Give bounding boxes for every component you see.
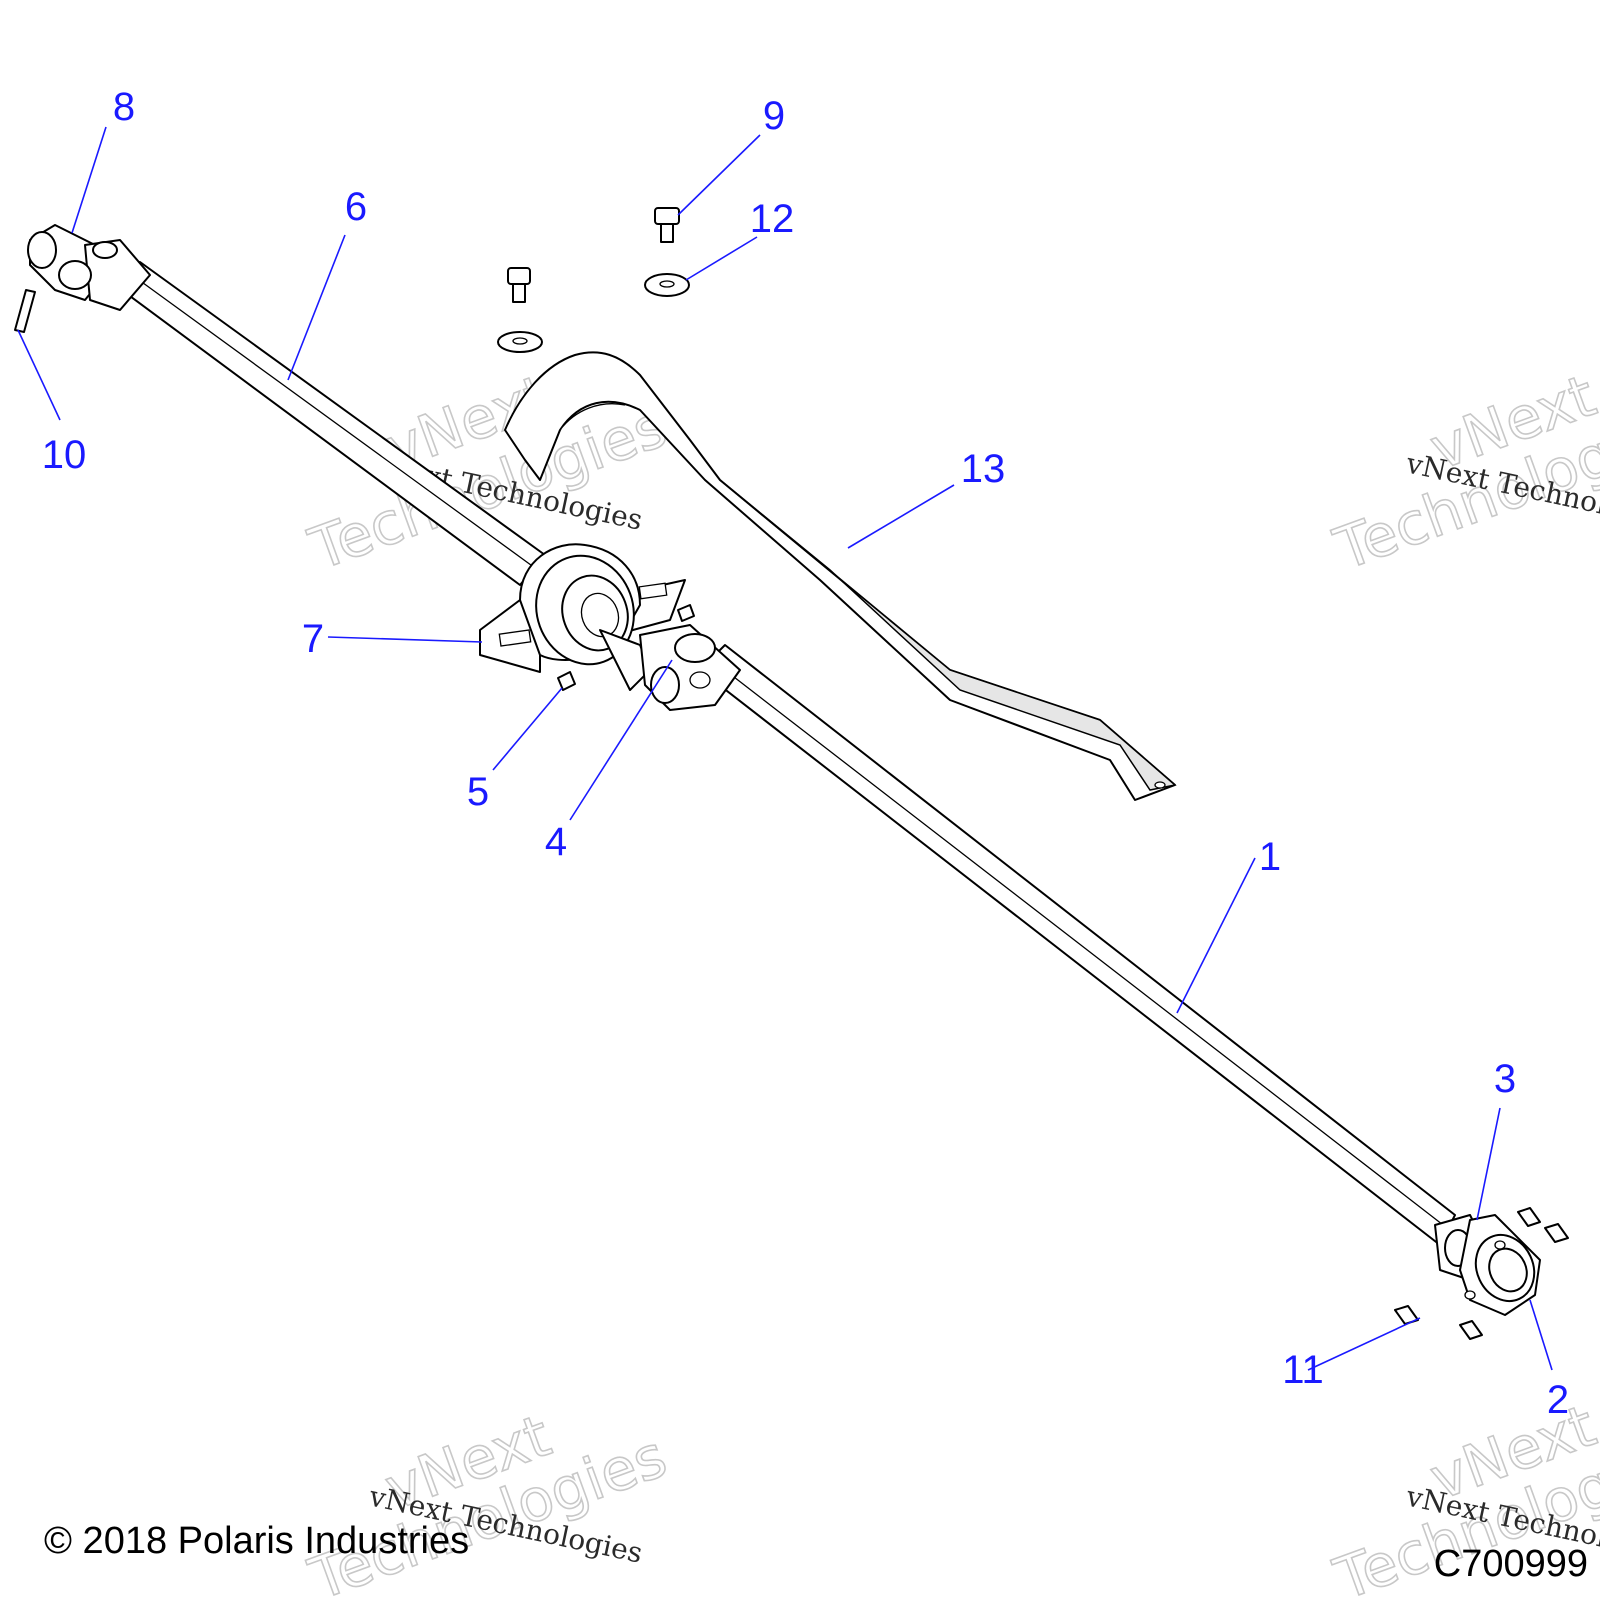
- flange-bolts: [1394, 1207, 1569, 1340]
- callout-7: 7: [302, 617, 324, 661]
- rear-flange: [1459, 1214, 1541, 1316]
- grease-fitting-5: [557, 671, 576, 691]
- leader-13: [847, 484, 955, 549]
- watermark-bottom: vNext Technologies vNext Technologies: [300, 1401, 676, 1600]
- leader-8: [71, 126, 107, 234]
- leader-lines: [17, 126, 1553, 1371]
- leader-5: [492, 687, 563, 771]
- callout-6: 6: [345, 185, 367, 229]
- callout-1: 1: [1259, 835, 1281, 879]
- callout-12: 12: [750, 197, 795, 241]
- callout-4: 4: [545, 820, 567, 864]
- callout-3: 3: [1494, 1057, 1516, 1101]
- center-u-joint: [599, 624, 741, 711]
- drawing-number: C700999: [1434, 1543, 1588, 1585]
- leader-3: [1476, 1107, 1501, 1221]
- leader-12: [685, 236, 758, 281]
- leader-9: [677, 134, 761, 216]
- callout-9: 9: [763, 94, 785, 138]
- callout-2: 2: [1547, 1378, 1569, 1422]
- roll-pin: [14, 289, 36, 333]
- leader-11: [1307, 1317, 1421, 1371]
- leader-1: [1176, 857, 1256, 1014]
- leader-6: [287, 234, 346, 381]
- callout-8: 8: [113, 85, 135, 129]
- grease-fitting-upper: [677, 604, 695, 622]
- callout-11: 11: [1282, 1348, 1324, 1392]
- bolt-9: [654, 207, 680, 243]
- leader-7: [327, 636, 483, 643]
- center-bearing: [479, 543, 686, 673]
- leader-10: [17, 329, 61, 421]
- callout-10: 10: [42, 433, 87, 477]
- copyright-text: © 2018 Polaris Industries: [44, 1520, 469, 1562]
- washer-12: [644, 273, 690, 297]
- watermark-right: vNext Technologies vNext Technologies: [1325, 361, 1600, 585]
- upper-bolt-left: [497, 267, 543, 353]
- leader-2: [1529, 1299, 1553, 1371]
- callout-5: 5: [467, 770, 489, 814]
- front-yoke: [27, 224, 151, 311]
- heat-shield: [504, 351, 1177, 801]
- callout-labels: 1 2 3 4 5 6 7 8 9 10 11 12 13: [42, 85, 1569, 1422]
- leader-4: [569, 659, 673, 821]
- callout-13: 13: [961, 447, 1006, 491]
